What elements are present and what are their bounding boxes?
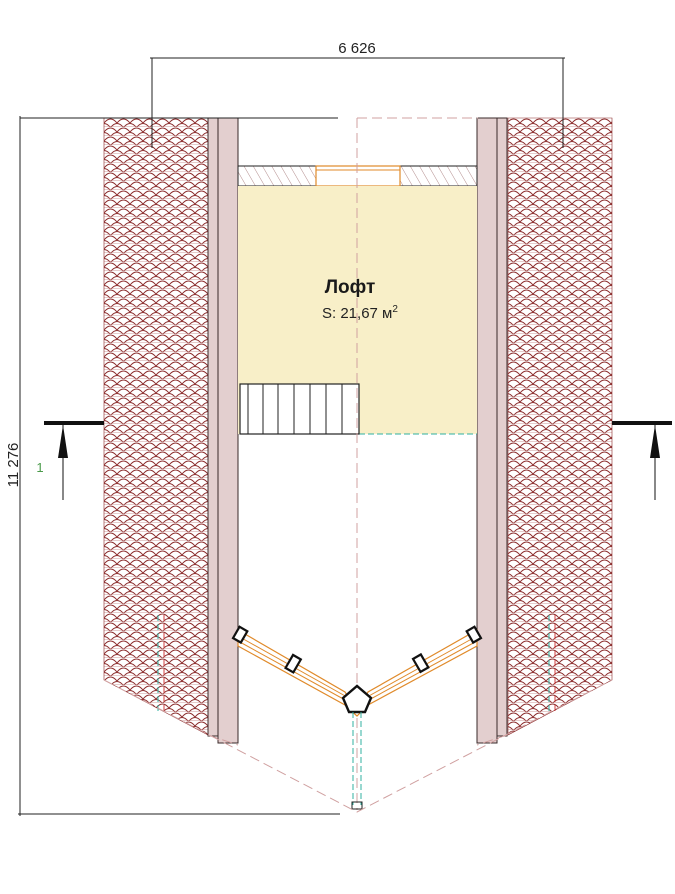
stairs xyxy=(239,383,360,435)
width-dimension-label: 6 626 xyxy=(338,40,376,57)
room-area-value: S: 21,67 м xyxy=(322,305,392,322)
section-label: 1 xyxy=(36,460,43,475)
room-area: S: 21,67 м2 xyxy=(322,304,398,322)
wall-right-outer xyxy=(496,117,508,737)
roof-slope-right xyxy=(507,117,613,736)
height-dimension-label: 11 276 xyxy=(5,443,22,488)
roof-slope-left xyxy=(103,117,209,736)
beam-right xyxy=(399,165,478,187)
section-marker-left xyxy=(44,421,104,500)
height-dimension xyxy=(18,116,340,816)
wall-left-inner xyxy=(217,117,239,744)
room-name: Лофт xyxy=(325,277,376,298)
wall-left-outer xyxy=(207,117,219,737)
wall-right-inner xyxy=(476,117,498,744)
top-window xyxy=(315,165,401,187)
room-area-unit-sup: 2 xyxy=(392,304,398,315)
width-dimension xyxy=(150,57,565,148)
beam-left xyxy=(237,165,317,187)
section-marker-right xyxy=(612,421,672,500)
bay-window xyxy=(231,625,483,717)
